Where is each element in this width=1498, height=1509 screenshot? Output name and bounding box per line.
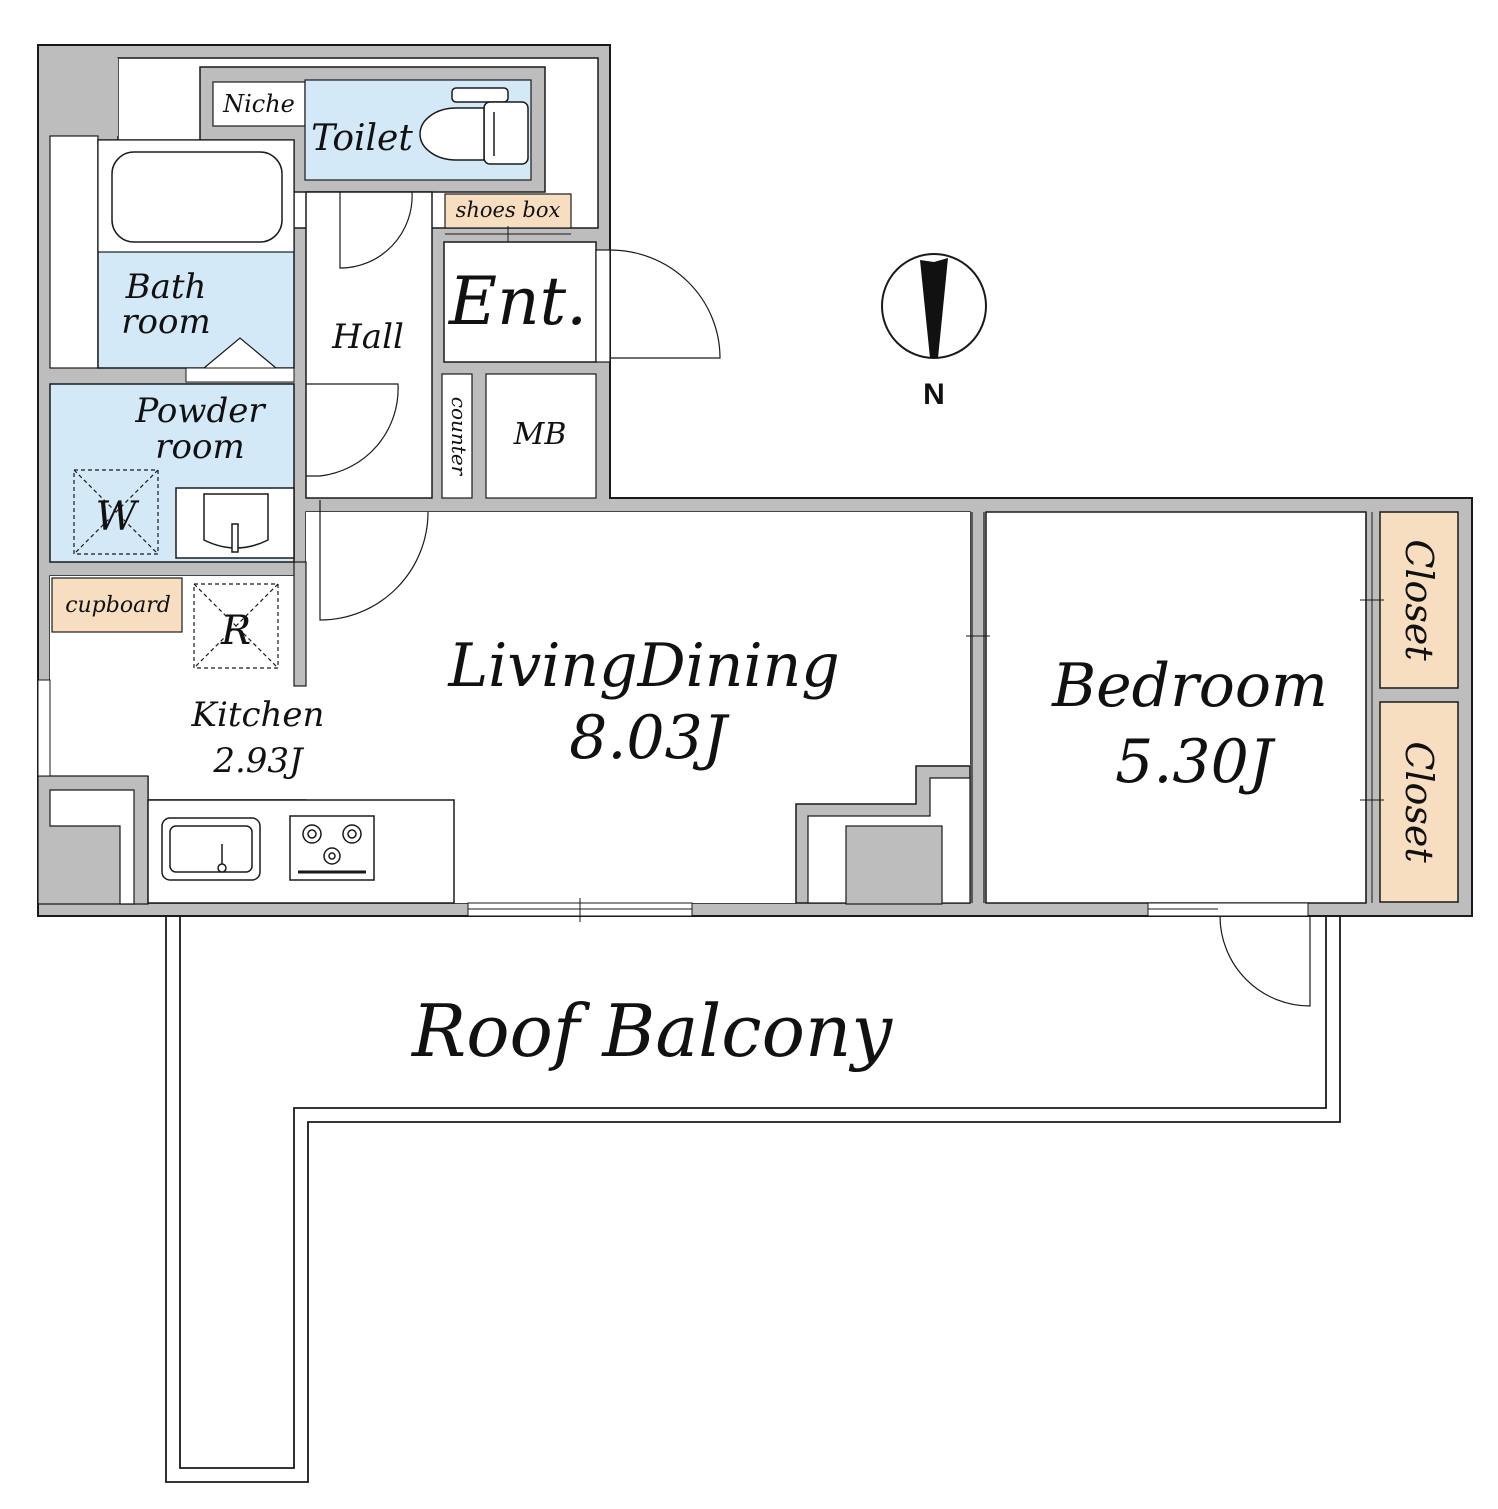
powder-door-swing: [306, 383, 399, 477]
balcony-inner-wall: [179, 916, 1327, 1469]
living-size: 8.03J: [569, 703, 730, 773]
balcony-outer-wall: [165, 916, 1341, 1483]
bath-label-2: room: [121, 302, 210, 342]
refrigerator-label: R: [220, 608, 251, 654]
toilet-bowl-icon: [419, 87, 529, 165]
bedroom-size: 5.30J: [1115, 727, 1276, 797]
entrance-door-swing: [609, 249, 721, 359]
niche-box: [212, 81, 306, 127]
washer-label: W: [95, 494, 139, 540]
cupboard-label: cupboard: [65, 593, 171, 618]
kitchen-size: 2.93J: [212, 741, 305, 781]
counter: [441, 373, 473, 499]
upper-left-notch: [50, 58, 118, 136]
entrance-label: Ent.: [448, 263, 587, 340]
bath-threshold: [185, 367, 295, 383]
kitchen-corner-inner: [49, 789, 135, 905]
hall-label: Hall: [331, 317, 404, 357]
balcony-label: Roof Balcony: [410, 989, 893, 1073]
pillar: [845, 825, 943, 905]
counter-label: counter: [447, 397, 471, 477]
closet-label-1: Closet: [1397, 539, 1441, 661]
toilet-door-swing: [339, 191, 413, 269]
living-name: LivingDining: [447, 631, 839, 701]
kitchen-name: Kitchen: [191, 695, 325, 735]
closet-label-2: Closet: [1397, 741, 1441, 863]
hall: [305, 191, 433, 499]
closet-area-1: [1379, 511, 1459, 689]
meter-box: [485, 373, 597, 499]
powder-label-1: Powder: [134, 391, 266, 431]
refrigerator-icon: [193, 583, 279, 669]
closet-area-2: [1379, 701, 1459, 903]
living-door-swing: [319, 500, 429, 621]
washing-machine-icon: [73, 469, 159, 555]
sink-vanity-icon: [175, 487, 295, 559]
meter-box-label: MB: [513, 417, 567, 452]
kitchen-partition-stub: [293, 561, 307, 687]
bath-label-1: Bath: [125, 267, 207, 307]
bath-door-icon: [203, 337, 277, 369]
kitchen-window: [37, 679, 51, 777]
north-arrow-icon: [881, 253, 987, 359]
balcony-door-swing: [1219, 915, 1311, 1007]
shoes-box-label: shoes box: [456, 198, 561, 222]
kitchen-sink-icon: [161, 817, 261, 881]
powder-label-2: room: [155, 427, 244, 467]
entrance: [443, 241, 597, 363]
toilet-label: Toilet: [311, 118, 413, 159]
bath-left-strip: [49, 135, 99, 369]
bedroom-floor: [985, 511, 1367, 904]
entrance-door-jamb: [595, 249, 611, 363]
bathtub-icon: [111, 151, 283, 243]
north-label: N: [923, 378, 945, 411]
gas-stove-icon: [289, 815, 375, 881]
shoes-box: [444, 193, 572, 229]
niche-label: Niche: [222, 90, 295, 118]
cupboard: [51, 577, 183, 633]
bedroom-name: Bedroom: [1051, 651, 1328, 721]
